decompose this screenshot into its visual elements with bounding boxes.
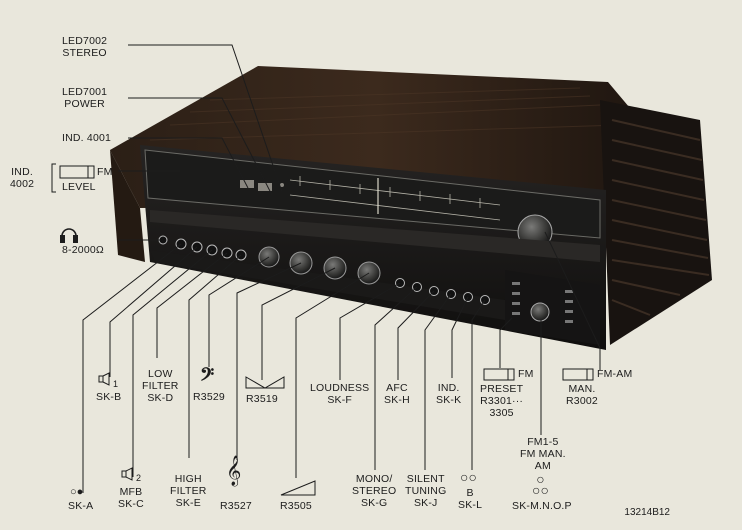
label-skg: MONO/ STEREO SK-G bbox=[352, 473, 397, 509]
label-ske: HIGH FILTER SK-E bbox=[170, 473, 207, 509]
label-skj: SILENT TUNING SK-J bbox=[405, 473, 447, 509]
wood-side-left bbox=[110, 150, 145, 262]
preset-knob bbox=[530, 302, 550, 322]
phones-jack-icon: ○● bbox=[70, 486, 84, 498]
preset-fm-icon bbox=[483, 368, 515, 381]
label-skd: LOW FILTER SK-D bbox=[142, 368, 179, 404]
label-ind4002: IND. 4002 bbox=[10, 166, 35, 190]
treble-clef-icon: 𝄞 bbox=[226, 456, 242, 486]
label-ind4001: IND. 4001 bbox=[62, 132, 112, 144]
wood-grain bbox=[149, 87, 621, 141]
lower-strip bbox=[150, 250, 505, 320]
label-r3519: R3519 bbox=[246, 393, 278, 405]
label-level: LEVEL bbox=[62, 181, 96, 193]
label-r3505: R3505 bbox=[280, 500, 312, 512]
label-r3529: R3529 bbox=[193, 391, 225, 403]
dial-scale bbox=[289, 176, 501, 221]
label-fm1-5: FM1-5 FM MAN. AM bbox=[520, 436, 566, 472]
bass-clef-icon: 𝄢 bbox=[200, 364, 215, 390]
label-man-fmam: FM-AM bbox=[597, 368, 633, 380]
preset-panel bbox=[505, 270, 600, 345]
figure-number: 13214B12 bbox=[624, 507, 670, 518]
label-skk: IND. SK-K bbox=[436, 382, 462, 406]
label-r3527: R3527 bbox=[220, 500, 252, 512]
heat-sink-fins bbox=[611, 119, 710, 316]
label-preset-fm: FM bbox=[518, 368, 534, 380]
label-led7002: LED7002 STEREO bbox=[62, 35, 108, 59]
preset-buttons bbox=[512, 282, 573, 323]
label-skh: AFC SK-H bbox=[384, 382, 410, 406]
headphone-icon bbox=[60, 228, 78, 243]
man-fmam-icon bbox=[562, 368, 594, 381]
label-skl: B SK-L bbox=[458, 487, 483, 511]
label-man: MAN. R3002 bbox=[566, 383, 598, 407]
label-skmnop: SK-M.N.O.P bbox=[512, 500, 572, 512]
tuning-dial-window bbox=[144, 149, 601, 239]
tape-icon: ○○ bbox=[460, 469, 477, 485]
label-fm: FM bbox=[97, 166, 113, 178]
control-strip bbox=[150, 210, 600, 262]
speaker-icon bbox=[98, 372, 110, 386]
level-meter-icon bbox=[51, 163, 95, 193]
label-skb: SK-B bbox=[96, 391, 122, 403]
balance-icon bbox=[245, 376, 285, 389]
label-led7001: LED7001 POWER bbox=[62, 86, 108, 110]
label-preset: PRESET R3301··· 3305 bbox=[480, 383, 524, 419]
label-skb-num: 1 bbox=[113, 379, 119, 389]
leader-lines bbox=[82, 44, 601, 493]
label-ska: SK-A bbox=[68, 500, 94, 512]
volume-wedge-icon bbox=[280, 480, 316, 496]
label-skc: MFB SK-C bbox=[118, 486, 144, 510]
heat-sink bbox=[600, 100, 712, 345]
dial-indicators bbox=[240, 180, 284, 191]
label-skc-num: 2 bbox=[136, 473, 142, 483]
label-skf: LOUDNESS SK-F bbox=[310, 382, 370, 406]
label-phones: 8-2000Ω bbox=[62, 244, 104, 256]
tape-pair-icon: ○○○ bbox=[532, 471, 549, 498]
speaker-icon-2 bbox=[121, 467, 133, 481]
